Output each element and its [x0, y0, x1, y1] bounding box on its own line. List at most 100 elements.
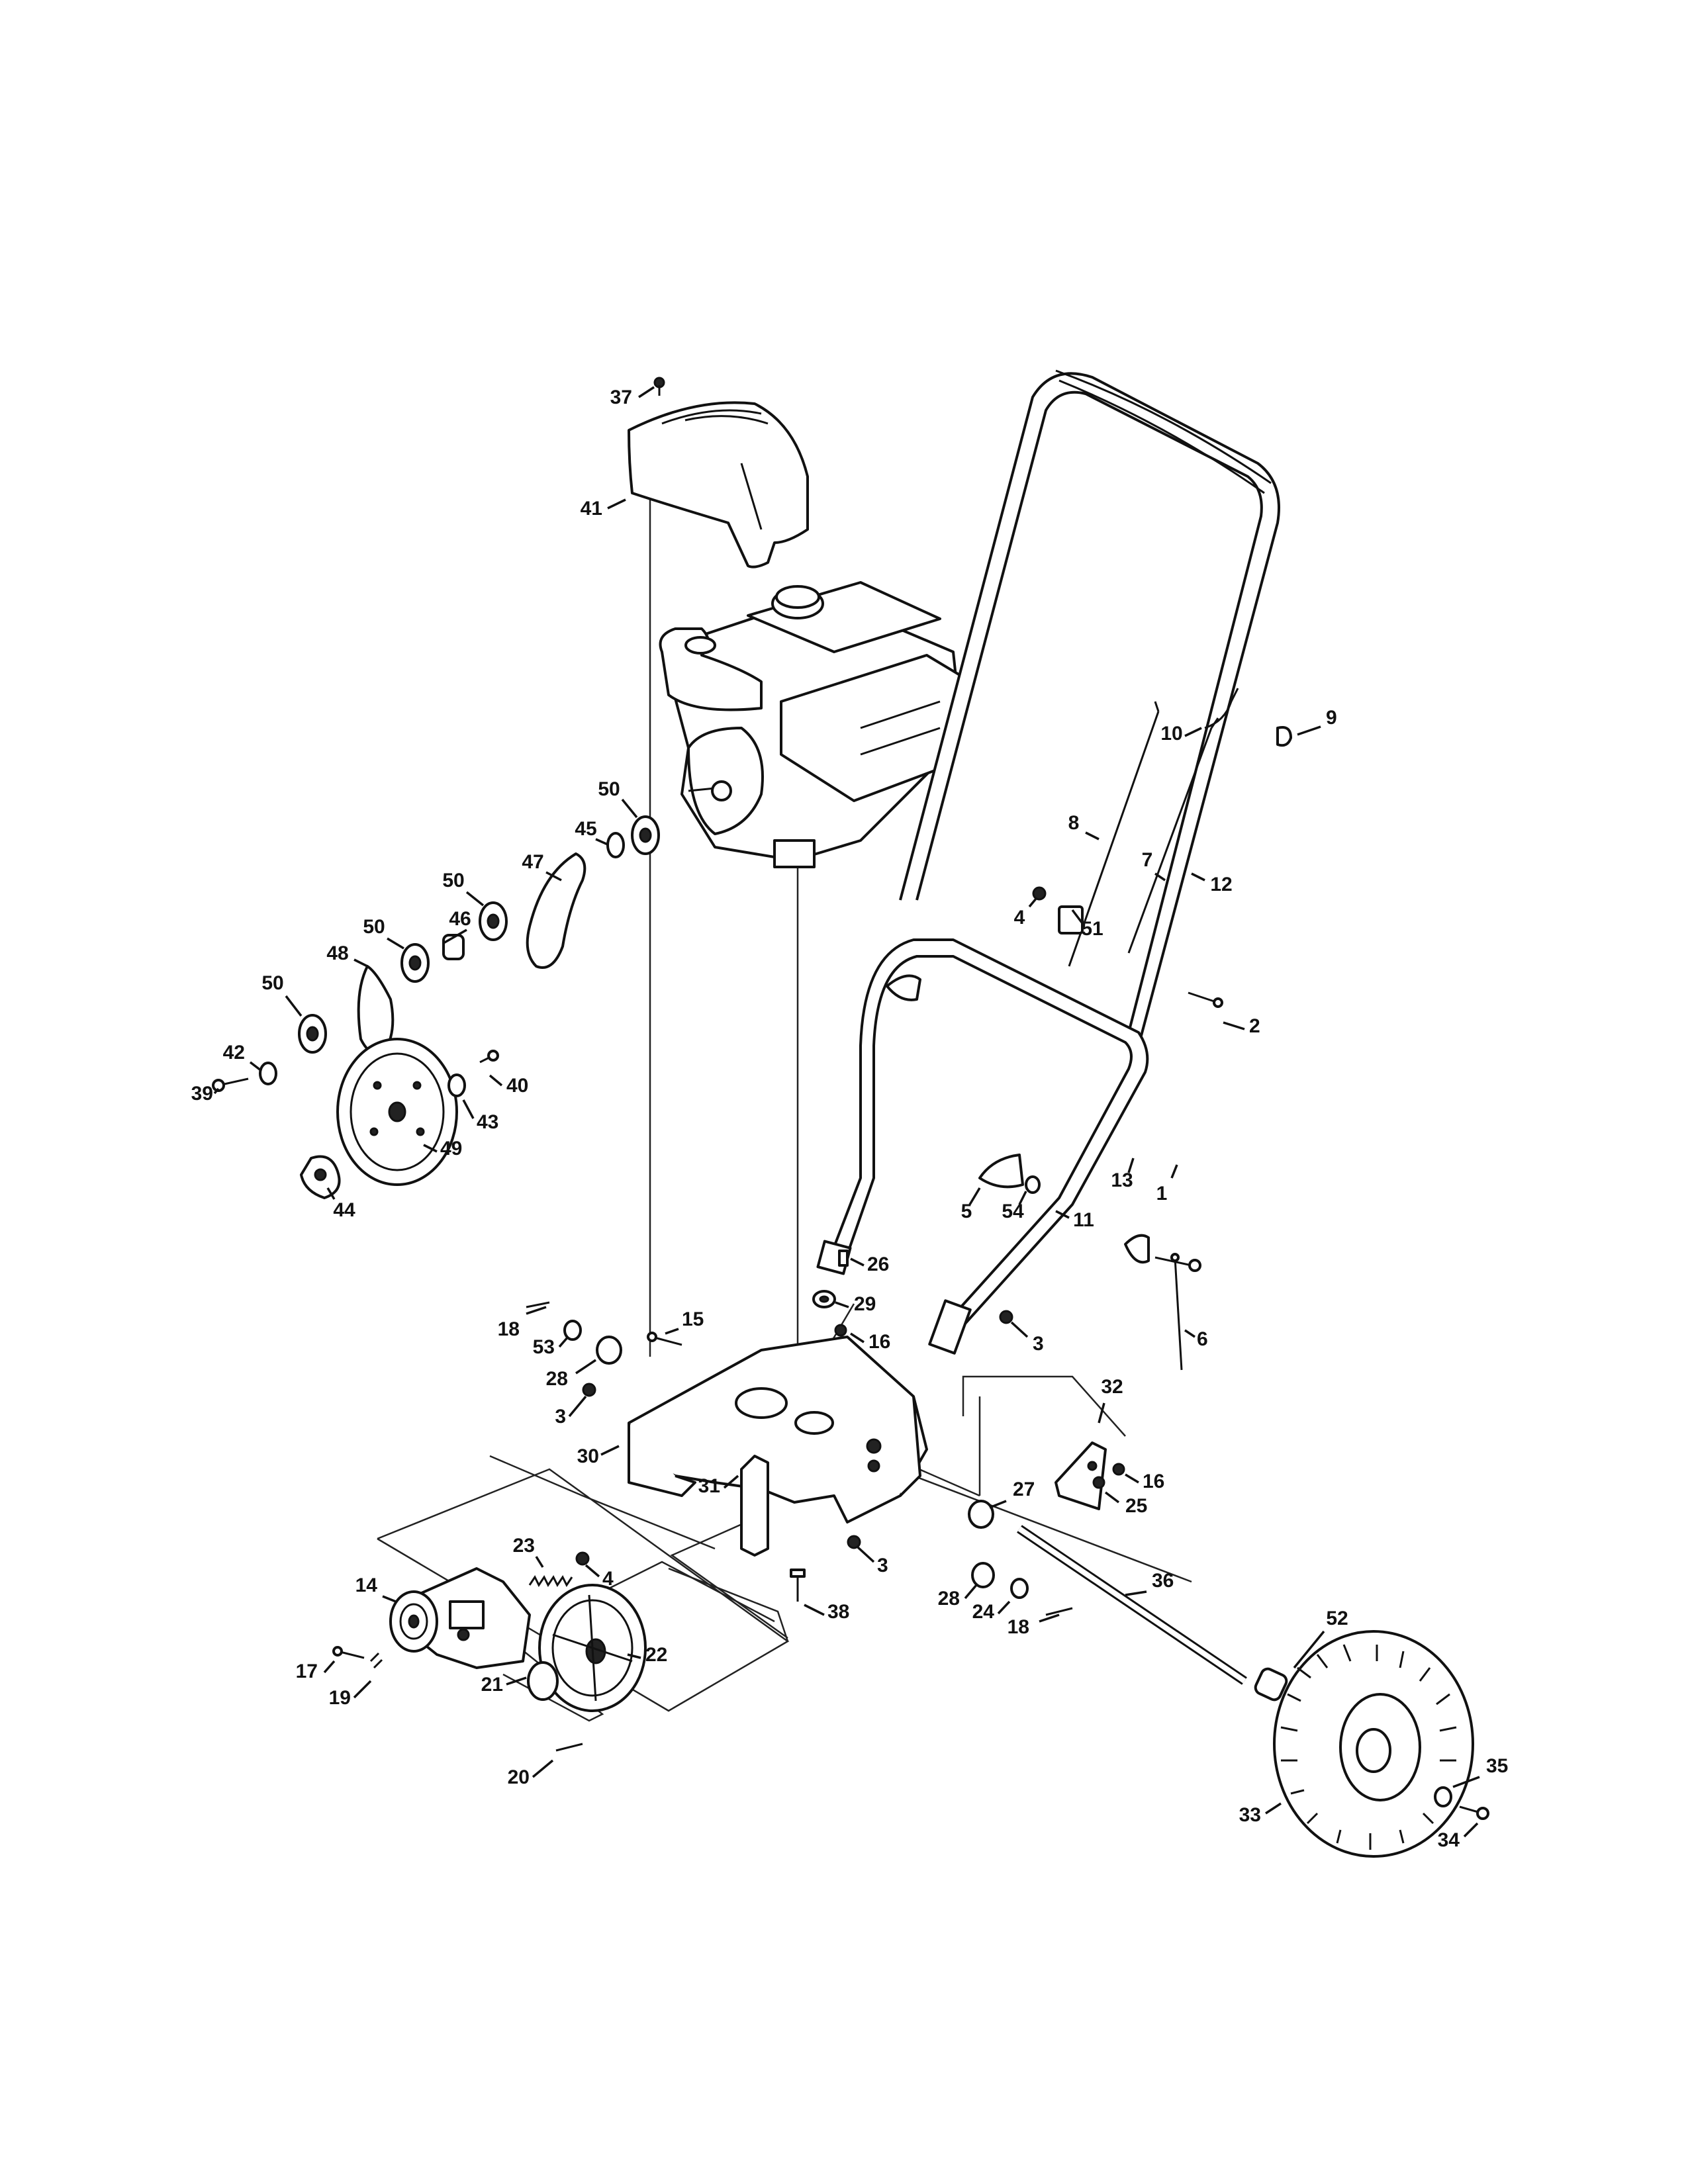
callout-13: 13	[1111, 1169, 1133, 1191]
callout-4: 4	[602, 1568, 614, 1590]
bolt-39	[212, 1077, 249, 1092]
callout-50: 50	[598, 778, 620, 800]
callout-30: 30	[577, 1445, 599, 1467]
callout-leader-5	[968, 1187, 981, 1205]
callout-37: 37	[610, 387, 632, 408]
callout-leader-32	[1098, 1402, 1105, 1424]
control-lever-10	[1204, 688, 1239, 729]
nut-3-handle	[999, 1310, 1013, 1324]
bushing-27	[968, 1500, 994, 1529]
engine-pulley-washer	[631, 815, 660, 855]
pinion-21	[527, 1661, 559, 1701]
spacer-washer	[606, 832, 625, 858]
callout-leader-15	[665, 1328, 679, 1335]
callout-leader-29	[835, 1301, 849, 1308]
callout-leader-50	[285, 995, 303, 1017]
callout-leader-46	[443, 929, 467, 944]
callout-15: 15	[682, 1308, 704, 1330]
callout-48: 48	[326, 942, 348, 964]
callout-32: 32	[1101, 1376, 1123, 1398]
callout-leader-21	[506, 1676, 527, 1686]
callout-leader-42	[249, 1061, 263, 1072]
engine-cover	[628, 401, 809, 569]
callout-leader-33	[1265, 1802, 1282, 1815]
callout-leader-3	[568, 1395, 587, 1418]
small-washer	[259, 1062, 277, 1085]
callout-leader-35	[1452, 1776, 1480, 1788]
callout-leader-49	[423, 1144, 438, 1153]
washer-24	[1010, 1578, 1029, 1599]
callout-leader-39	[213, 1087, 220, 1095]
callout-3: 3	[877, 1555, 888, 1576]
callout-28: 28	[938, 1588, 960, 1610]
callout-43: 43	[477, 1111, 498, 1133]
callout-12: 12	[1210, 874, 1232, 895]
callout-leader-1	[1170, 1164, 1178, 1179]
callout-51: 51	[1081, 918, 1103, 940]
callout-layer: 1233344567891011121314151616171818192021…	[191, 386, 1508, 1851]
callout-leader-20	[532, 1759, 554, 1778]
callout-17: 17	[296, 1661, 318, 1682]
hub-bolt-34	[1459, 1805, 1489, 1820]
callout-leader-48	[353, 958, 368, 968]
callout-21: 21	[481, 1674, 503, 1696]
callout-18: 18	[498, 1318, 520, 1340]
callout-29: 29	[854, 1293, 876, 1315]
callout-38: 38	[827, 1601, 849, 1623]
lock-19	[369, 1652, 383, 1669]
callout-leader-50	[465, 891, 485, 907]
callout-3: 3	[1033, 1333, 1044, 1355]
frame-bracket-31	[740, 1455, 769, 1557]
callout-33: 33	[1239, 1804, 1261, 1826]
callout-36: 36	[1152, 1570, 1174, 1592]
callout-10: 10	[1160, 723, 1182, 745]
callout-leader-19	[353, 1680, 372, 1699]
callout-leader-36	[1125, 1590, 1147, 1596]
callout-47: 47	[522, 851, 543, 873]
callout-leader-44	[326, 1187, 336, 1200]
nut-4-upper	[1032, 886, 1047, 901]
callout-45: 45	[575, 818, 596, 840]
callout-18: 18	[1008, 1616, 1029, 1638]
callout-leader-50	[621, 798, 638, 819]
callout-5: 5	[961, 1201, 972, 1222]
assembly-guide-lines	[377, 491, 1192, 1722]
callout-19: 19	[329, 1687, 351, 1709]
callout-leader-2	[1223, 1021, 1245, 1030]
callout-leader-3	[857, 1546, 875, 1563]
engine	[659, 581, 961, 868]
frame	[628, 1336, 928, 1524]
callout-leader-22	[627, 1653, 641, 1659]
callout-leader-11	[1055, 1210, 1070, 1219]
transmission-14	[389, 1567, 531, 1669]
callout-leader-4	[1028, 897, 1037, 908]
pulley-washer-2	[479, 901, 508, 941]
nut-3-frame	[582, 1383, 596, 1397]
callout-52: 52	[1326, 1608, 1348, 1629]
pulley-washer-4	[298, 1014, 327, 1054]
callout-54: 54	[1002, 1201, 1024, 1222]
callout-leader-18	[1039, 1614, 1060, 1623]
washer-43	[447, 1073, 466, 1097]
callout-20: 20	[508, 1766, 530, 1788]
callout-leader-24	[997, 1600, 1011, 1615]
washer-54	[1025, 1175, 1041, 1194]
callout-leader-6	[1184, 1329, 1196, 1338]
callout-leader-13	[1127, 1158, 1135, 1173]
callout-8: 8	[1068, 812, 1080, 834]
callout-leader-37	[638, 386, 655, 398]
callout-leader-17	[323, 1660, 336, 1674]
callout-42: 42	[223, 1042, 245, 1064]
callout-leader-28	[575, 1359, 596, 1375]
drive-belt-upper	[526, 852, 586, 969]
callout-28: 28	[546, 1368, 568, 1390]
callout-leader-7	[1154, 872, 1166, 882]
callout-40: 40	[506, 1075, 528, 1097]
callout-leader-52	[1293, 1630, 1325, 1669]
callout-leader-50	[387, 937, 404, 950]
callout-leader-25	[1104, 1491, 1120, 1504]
callout-leader-14	[382, 1595, 397, 1603]
callout-11: 11	[1073, 1209, 1094, 1231]
callout-leader-23	[535, 1556, 544, 1568]
axle-bracket-32	[1055, 1441, 1107, 1510]
